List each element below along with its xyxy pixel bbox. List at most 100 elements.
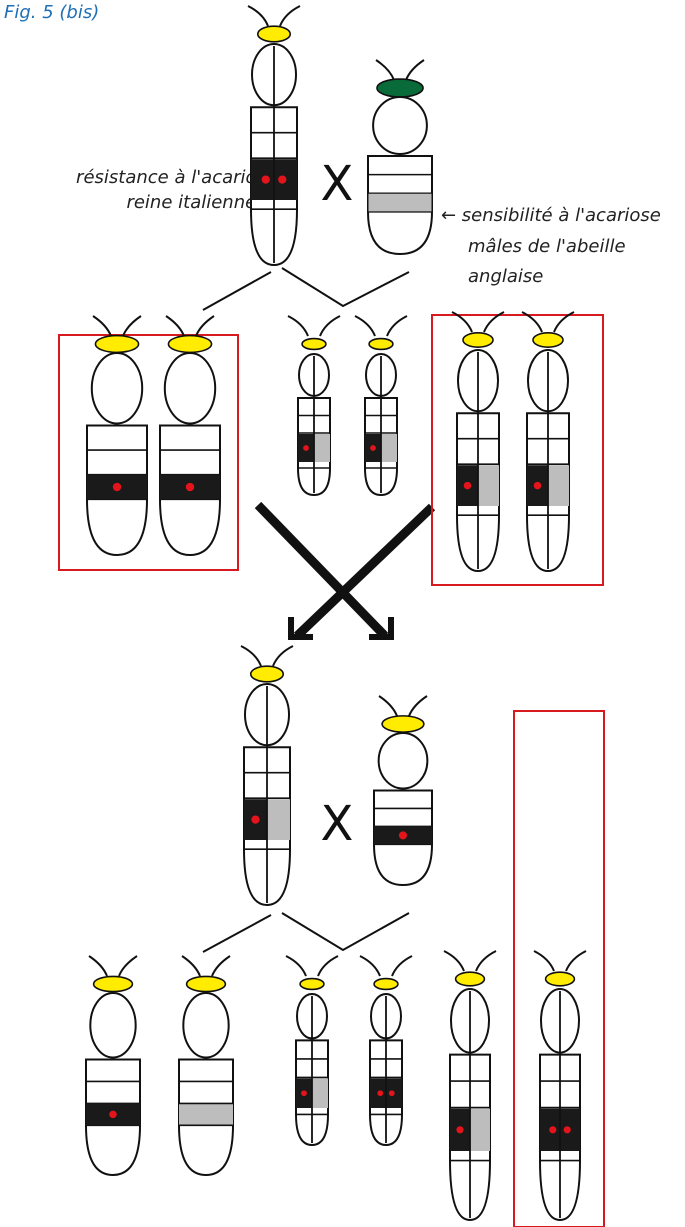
drone-bee bbox=[86, 315, 148, 557]
chromosome-band-gray bbox=[478, 465, 499, 506]
resistance-marker bbox=[463, 481, 472, 490]
figure-label: Fig. 5 (bis) bbox=[4, 2, 99, 23]
branch-line-bottom-left bbox=[202, 914, 272, 953]
antenna-left bbox=[533, 950, 555, 972]
chromosome-band-gray bbox=[381, 434, 397, 462]
head bbox=[92, 975, 134, 993]
antenna-left bbox=[247, 5, 269, 27]
thorax bbox=[163, 352, 217, 425]
branch-line-top-right bbox=[281, 267, 410, 308]
drone-bee bbox=[178, 955, 234, 1177]
head bbox=[373, 977, 399, 991]
resistance-marker bbox=[377, 1090, 384, 1097]
antenna-right bbox=[408, 695, 428, 717]
resistance-marker bbox=[549, 1126, 557, 1134]
resistance-marker bbox=[261, 175, 270, 184]
queen-bee bbox=[240, 645, 294, 907]
antenna-right bbox=[211, 955, 231, 977]
drone-bee bbox=[85, 955, 141, 1177]
resistance-label: résistance à l'acariose bbox=[76, 167, 277, 188]
resistance-marker bbox=[278, 175, 287, 184]
queen-bee bbox=[443, 950, 497, 1222]
queen-bee bbox=[247, 5, 301, 267]
antenna-right bbox=[279, 5, 301, 27]
antenna-right bbox=[391, 955, 413, 977]
chromosome-band-gray bbox=[267, 799, 290, 840]
antenna-left bbox=[443, 950, 465, 972]
antenna-left bbox=[354, 315, 376, 337]
cross-arrow-right-head bbox=[369, 617, 394, 640]
thorax bbox=[372, 96, 428, 155]
antenna-left bbox=[285, 955, 307, 977]
head bbox=[249, 665, 285, 683]
cross-symbol-middle: X bbox=[321, 796, 354, 852]
queen-bee bbox=[533, 950, 587, 1222]
resistance-marker bbox=[303, 445, 309, 451]
resistance-marker bbox=[388, 1090, 395, 1097]
head bbox=[532, 332, 564, 348]
english-bee-label: anglaise bbox=[468, 266, 543, 287]
antenna-left bbox=[378, 695, 398, 717]
antenna-left bbox=[92, 315, 112, 337]
antenna-right bbox=[118, 955, 138, 977]
highlight-box-f2-resistant-queen bbox=[513, 710, 605, 1227]
thorax bbox=[377, 732, 429, 790]
antenna-right bbox=[405, 59, 425, 81]
head bbox=[301, 337, 327, 351]
antenna-right bbox=[272, 645, 294, 667]
drone-bee bbox=[367, 59, 433, 256]
resistance-marker bbox=[301, 1090, 307, 1097]
head bbox=[454, 971, 486, 987]
head bbox=[256, 25, 292, 43]
chromosome-band-gray bbox=[179, 1103, 233, 1126]
resistance-marker bbox=[398, 831, 408, 840]
queen-bee bbox=[285, 955, 339, 1147]
queen-bee bbox=[354, 315, 408, 497]
queen-bee bbox=[359, 955, 413, 1147]
head bbox=[94, 334, 140, 354]
antenna-right bbox=[483, 311, 505, 333]
resistance-marker bbox=[185, 482, 195, 492]
antenna-right bbox=[195, 315, 215, 337]
highlight-box-f1-drones bbox=[58, 334, 239, 571]
italian-queen-label: reine italienne → bbox=[126, 192, 277, 213]
queen-bee bbox=[521, 311, 575, 573]
antenna-left bbox=[165, 315, 185, 337]
antenna-left bbox=[240, 645, 262, 667]
chromosome-band-gray bbox=[312, 1078, 328, 1108]
chromosome-band-gray bbox=[470, 1108, 490, 1151]
queen-bee bbox=[287, 315, 341, 497]
antenna-right bbox=[475, 950, 497, 972]
antenna-left bbox=[181, 955, 201, 977]
antenna-left bbox=[88, 955, 108, 977]
chromosome-band-gray bbox=[314, 434, 330, 462]
drone-bee bbox=[373, 695, 433, 887]
chromosome-band-gray bbox=[548, 465, 569, 506]
antenna-right bbox=[122, 315, 142, 337]
english-drones-label: mâles de l'abeille bbox=[468, 236, 626, 257]
antenna-right bbox=[553, 311, 575, 333]
thorax bbox=[90, 352, 144, 425]
resistance-marker bbox=[456, 1126, 464, 1134]
thorax bbox=[89, 992, 137, 1059]
antenna-right bbox=[317, 955, 339, 977]
branch-line-bottom-right bbox=[281, 912, 410, 952]
resistance-marker bbox=[251, 815, 260, 824]
bees-layer bbox=[85, 5, 587, 1222]
drone-bee bbox=[159, 315, 221, 557]
cross-symbol-top: X bbox=[321, 156, 354, 212]
head bbox=[167, 334, 213, 354]
antenna-left bbox=[287, 315, 309, 337]
queen-bee bbox=[451, 311, 505, 573]
head bbox=[299, 977, 325, 991]
antenna-right bbox=[386, 315, 408, 337]
antenna-left bbox=[451, 311, 473, 333]
resistance-marker bbox=[563, 1126, 571, 1134]
resistance-marker bbox=[370, 445, 376, 451]
head bbox=[376, 78, 424, 98]
antenna-left bbox=[521, 311, 543, 333]
head bbox=[381, 715, 425, 733]
head bbox=[462, 332, 494, 348]
